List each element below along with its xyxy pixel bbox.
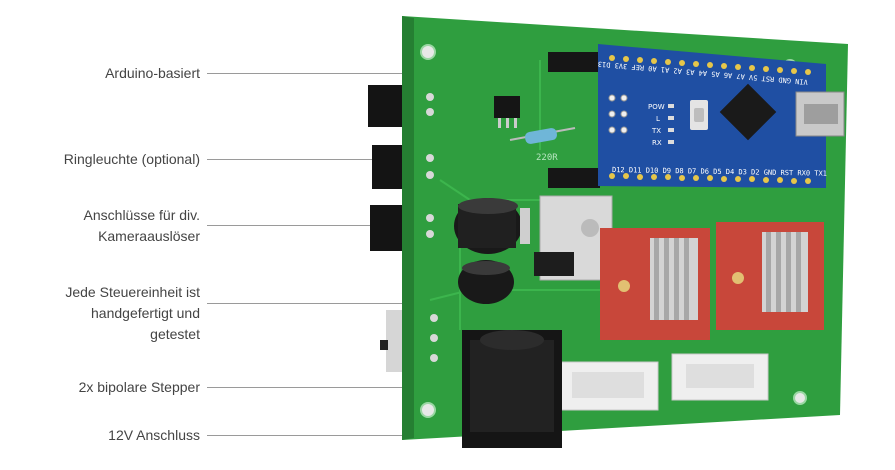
leader-line-ring-light bbox=[207, 159, 432, 160]
mounting-holes bbox=[420, 44, 807, 418]
barrel-jack-12v bbox=[462, 330, 562, 448]
leader-line-arduino bbox=[207, 73, 592, 74]
label-handmade-tested: Jede Steuereinheit ist handgefertigt und… bbox=[65, 284, 200, 342]
label-bipolar-steppers: 2x bipolare Stepper bbox=[78, 379, 200, 395]
side-connectors bbox=[368, 85, 404, 372]
svg-text:D12 D11 D10 D9 D8 D7 D6 D5 D4: D12 D11 D10 D9 D8 D7 D6 D5 D4 D3 D2 GND … bbox=[612, 166, 827, 178]
capacitors bbox=[454, 198, 530, 304]
leader-line-camera-ports bbox=[207, 225, 432, 226]
svg-text:220R: 220R bbox=[536, 153, 558, 163]
svg-text:TX: TX bbox=[651, 127, 661, 135]
stepper-driver-1 bbox=[600, 228, 710, 340]
svg-text:L: L bbox=[656, 115, 660, 123]
stepper-driver-2 bbox=[716, 222, 824, 330]
callout-labels: Arduino-basiert Ringleuchte (optional) A… bbox=[0, 0, 200, 470]
label-ring-light: Ringleuchte (optional) bbox=[63, 151, 200, 167]
label-12v-connector: 12V Anschluss bbox=[108, 427, 200, 443]
leader-line-handmade bbox=[207, 303, 467, 304]
arduino-nano: POW L TX RX D12 D11 D10 D9 D8 D7 D6 D5 D… bbox=[548, 44, 845, 188]
leader-line-12v bbox=[207, 435, 477, 436]
label-arduino-based: Arduino-basiert bbox=[105, 65, 200, 81]
leader-line-steppers bbox=[207, 387, 557, 388]
transistor bbox=[494, 96, 520, 128]
side-pin-pads bbox=[426, 93, 438, 362]
stepper-connectors bbox=[557, 353, 769, 411]
label-camera-trigger-ports: Anschlüsse für div. Kameraauslöser bbox=[83, 207, 200, 244]
resistor: 220R bbox=[509, 127, 576, 163]
svg-text:POW: POW bbox=[648, 103, 665, 111]
svg-text:RX: RX bbox=[652, 139, 662, 147]
